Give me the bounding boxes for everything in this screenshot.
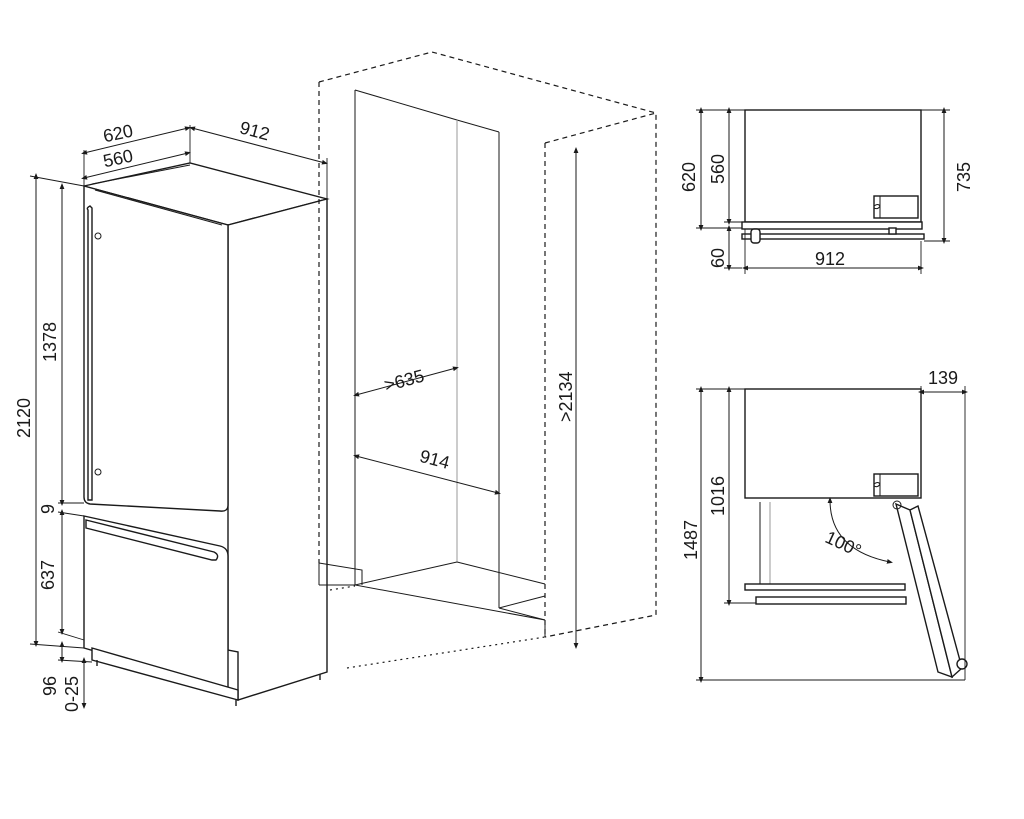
- dim-height-total: 2120: [14, 398, 34, 438]
- niche-illustration: [318, 51, 657, 669]
- dim-side-height-upper: 1016: [708, 476, 728, 516]
- dim-side-height-total: 1487: [681, 520, 701, 560]
- fridge-dimensions: [29, 125, 328, 709]
- dim-gap: 9: [38, 504, 58, 514]
- top-view-dimensions: [696, 107, 950, 274]
- niche-dimensions: [353, 147, 579, 649]
- dim-top-width: 912: [815, 249, 845, 269]
- dim-top-depth-inner: 560: [708, 154, 728, 184]
- dim-plinth: 96: [40, 676, 60, 696]
- dim-lower-door: 637: [38, 560, 58, 590]
- side-view-illustration: [744, 388, 968, 679]
- dim-top-depth-outer: 620: [679, 162, 699, 192]
- dim-niche-width: 914: [418, 446, 452, 473]
- dim-feet-adjust: 0-25: [62, 676, 82, 712]
- dim-side-offset: 139: [928, 368, 958, 388]
- dim-niche-min-depth: >635: [382, 366, 426, 396]
- dim-open-depth: 912: [238, 117, 272, 144]
- dim-top-total-depth: 735: [954, 162, 974, 192]
- dim-niche-min-height: >2134: [556, 371, 576, 422]
- top-view-illustration: [741, 109, 925, 244]
- dim-upper-door: 1378: [40, 322, 60, 362]
- dim-top-handle: 60: [708, 248, 728, 268]
- dim-side-angle: 100°: [822, 527, 864, 561]
- side-view-dimensions: [696, 386, 968, 683]
- fridge-illustration: [83, 162, 330, 706]
